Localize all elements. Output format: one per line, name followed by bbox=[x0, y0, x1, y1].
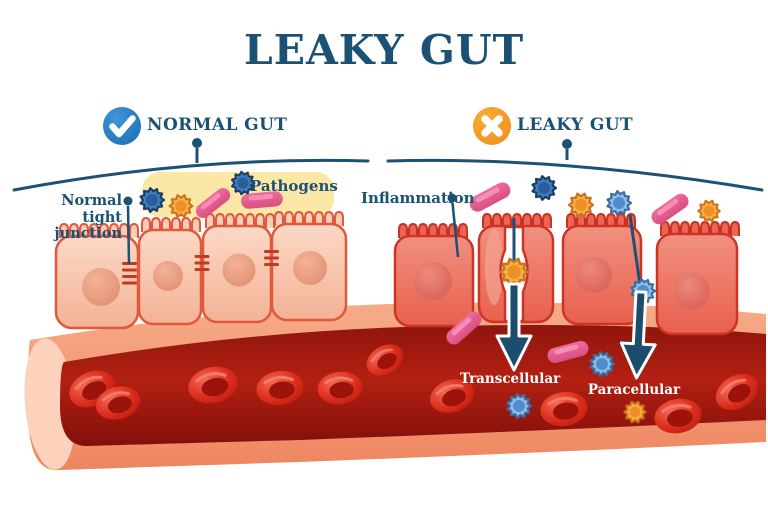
check-icon bbox=[103, 107, 141, 145]
page-title: LEAKY GUT bbox=[243, 26, 525, 74]
virus-icon bbox=[531, 175, 558, 201]
cell-nucleus bbox=[674, 273, 710, 309]
transcellular-label: Transcellular bbox=[460, 371, 561, 387]
pathogens-label: Pathogens bbox=[250, 177, 338, 195]
section-bracket-lines bbox=[12, 138, 764, 192]
cell-nucleus bbox=[153, 261, 183, 291]
virus-icon bbox=[567, 192, 595, 218]
virus-icon bbox=[697, 199, 721, 223]
tight-junction-marks bbox=[122, 250, 279, 285]
leaky-gut-label: LEAKY GUT bbox=[517, 115, 634, 135]
virus-icon bbox=[231, 170, 256, 196]
cell-nucleus bbox=[293, 251, 327, 285]
cross-icon bbox=[473, 107, 511, 145]
virus-icon bbox=[589, 351, 616, 377]
cell-nucleus bbox=[82, 268, 120, 306]
paracellular-label: Paracellular bbox=[587, 382, 681, 398]
virus-icon bbox=[623, 400, 647, 424]
virus-icon bbox=[139, 187, 166, 213]
normal-epithelium bbox=[54, 210, 348, 330]
annotation-pointers bbox=[123, 193, 642, 286]
cell-highlight bbox=[485, 229, 503, 305]
pathogens-group bbox=[139, 170, 721, 424]
virus-icon bbox=[606, 190, 633, 216]
cell-nucleus bbox=[414, 262, 452, 300]
inflamed-epithelium bbox=[393, 212, 740, 336]
cell-nucleus bbox=[576, 257, 612, 293]
virus-icon bbox=[506, 393, 533, 419]
virus-icon bbox=[168, 194, 194, 218]
inflammation-label: Inflammation bbox=[361, 189, 475, 207]
normal-gut-label: NORMAL GUT bbox=[147, 115, 288, 135]
tight-junction-label: Normal tight junction bbox=[54, 192, 122, 243]
cell-nucleus bbox=[222, 253, 256, 287]
virus-icon bbox=[498, 257, 530, 287]
